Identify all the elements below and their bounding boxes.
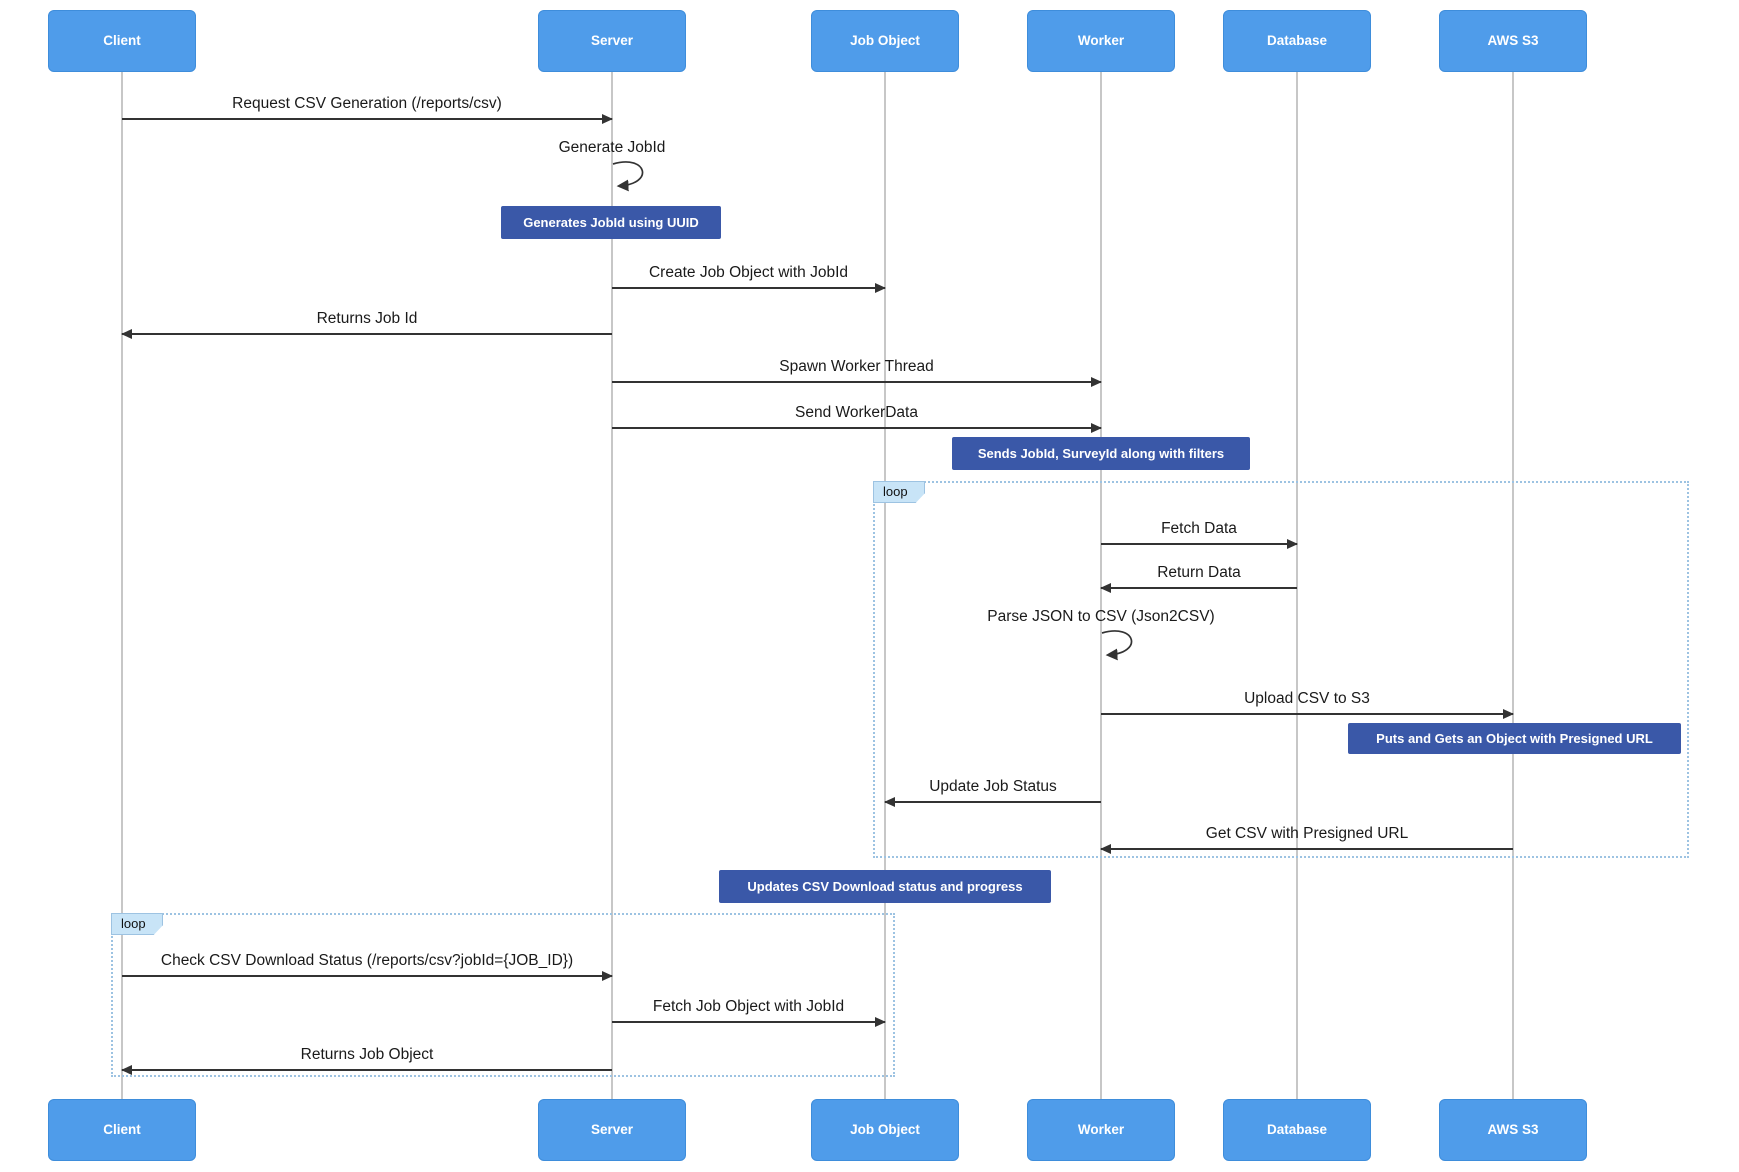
message-return-data: Return Data: [1100, 561, 1297, 593]
message-line: [1101, 543, 1297, 545]
message-line: [612, 287, 885, 289]
lifeline-aws-s3: [1512, 72, 1514, 1099]
self-message-parse-json-to-csv: Parse JSON to CSV (Json2CSV): [987, 608, 1215, 625]
message-label: Check CSV Download Status (/reports/csv?…: [160, 952, 574, 969]
actor-aws-s3-top: AWS S3: [1439, 10, 1587, 72]
message-label: Send WorkerData: [795, 404, 918, 421]
note-puts-gets-presigned-url: Puts and Gets an Object with Presigned U…: [1348, 723, 1681, 754]
message-send-workerdata: Send WorkerData: [612, 401, 1102, 433]
note-sends-jobid-surveyid: Sends JobId, SurveyId along with filters: [952, 437, 1250, 470]
arrowhead-right-icon: [1503, 709, 1514, 719]
message-line: [122, 118, 612, 120]
message-line: [885, 801, 1101, 803]
note-updates-csv-download-status: Updates CSV Download status and progress: [719, 870, 1051, 903]
loop-label: loop: [873, 481, 925, 503]
actor-worker-top: Worker: [1027, 10, 1175, 72]
message-line: [612, 381, 1101, 383]
message-returns-job-object: Returns Job Object: [121, 1043, 612, 1075]
arrowhead-right-icon: [1287, 539, 1298, 549]
actor-server-top: Server: [538, 10, 686, 72]
message-line: [612, 427, 1101, 429]
lifeline-server: [611, 72, 613, 1099]
message-label: Request CSV Generation (/reports/csv): [232, 95, 502, 112]
arrowhead-right-icon: [602, 971, 613, 981]
actor-worker-bottom: Worker: [1027, 1099, 1175, 1161]
arrowhead-right-icon: [1091, 377, 1102, 387]
actor-job-object-bottom: Job Object: [811, 1099, 959, 1161]
arrowhead-left-icon: [1100, 844, 1111, 854]
message-request-csv-generation: Request CSV Generation (/reports/csv): [122, 92, 613, 124]
loop-frame-status-polling: loop: [111, 913, 895, 1077]
self-loop-arrow-icon: [612, 161, 644, 192]
arrowhead-right-icon: [1091, 423, 1102, 433]
note-generates-jobid-uuid: Generates JobId using UUID: [501, 206, 721, 239]
actor-server-bottom: Server: [538, 1099, 686, 1161]
actor-client-bottom: Client: [48, 1099, 196, 1161]
loop-label: loop: [111, 913, 163, 935]
message-update-job-status: Update Job Status: [884, 775, 1101, 807]
message-label: Update Job Status: [929, 778, 1057, 795]
message-label: Spawn Worker Thread: [779, 358, 934, 375]
arrowhead-right-icon: [875, 283, 886, 293]
actor-job-object-top: Job Object: [811, 10, 959, 72]
loop-frame-worker-pipeline: loop: [873, 481, 1689, 858]
message-line: [122, 333, 612, 335]
message-line: [612, 1021, 885, 1023]
message-label: Upload CSV to S3: [1244, 690, 1370, 707]
message-check-csv-download-status: Check CSV Download Status (/reports/csv?…: [122, 949, 613, 981]
lifeline-database: [1296, 72, 1298, 1099]
actor-client-top: Client: [48, 10, 196, 72]
message-create-job-object: Create Job Object with JobId: [612, 261, 886, 293]
message-label: Fetch Data: [1161, 520, 1237, 537]
message-line: [122, 1069, 612, 1071]
message-spawn-worker-thread: Spawn Worker Thread: [612, 355, 1102, 387]
arrowhead-left-icon: [1100, 583, 1111, 593]
arrowhead-right-icon: [602, 114, 613, 124]
arrowhead-right-icon: [875, 1017, 886, 1027]
actor-database-bottom: Database: [1223, 1099, 1371, 1161]
message-label: Return Data: [1157, 564, 1241, 581]
message-line: [1101, 587, 1297, 589]
message-line: [122, 975, 612, 977]
message-label: Returns Job Object: [300, 1046, 434, 1063]
arrowhead-left-icon: [121, 329, 132, 339]
message-fetch-job-object: Fetch Job Object with JobId: [612, 995, 886, 1027]
message-line: [1101, 848, 1513, 850]
message-label: Create Job Object with JobId: [648, 264, 849, 281]
self-loop-arrow-icon: [1101, 630, 1133, 661]
message-label: Get CSV with Presigned URL: [1205, 825, 1409, 842]
actor-aws-s3-bottom: AWS S3: [1439, 1099, 1587, 1161]
actor-database-top: Database: [1223, 10, 1371, 72]
message-get-csv-presigned-url: Get CSV with Presigned URL: [1100, 822, 1513, 854]
lifeline-job-object: [884, 72, 886, 1099]
message-line: [1101, 713, 1513, 715]
self-message-generate-jobid: Generate JobId: [558, 139, 666, 156]
message-fetch-data: Fetch Data: [1101, 517, 1298, 549]
message-returns-job-id: Returns Job Id: [121, 307, 612, 339]
arrowhead-left-icon: [884, 797, 895, 807]
arrowhead-left-icon: [121, 1065, 132, 1075]
message-upload-csv-to-s3: Upload CSV to S3: [1101, 687, 1514, 719]
lifeline-client: [121, 72, 123, 1099]
message-label: Returns Job Id: [316, 310, 418, 327]
message-label: Fetch Job Object with JobId: [652, 998, 845, 1015]
